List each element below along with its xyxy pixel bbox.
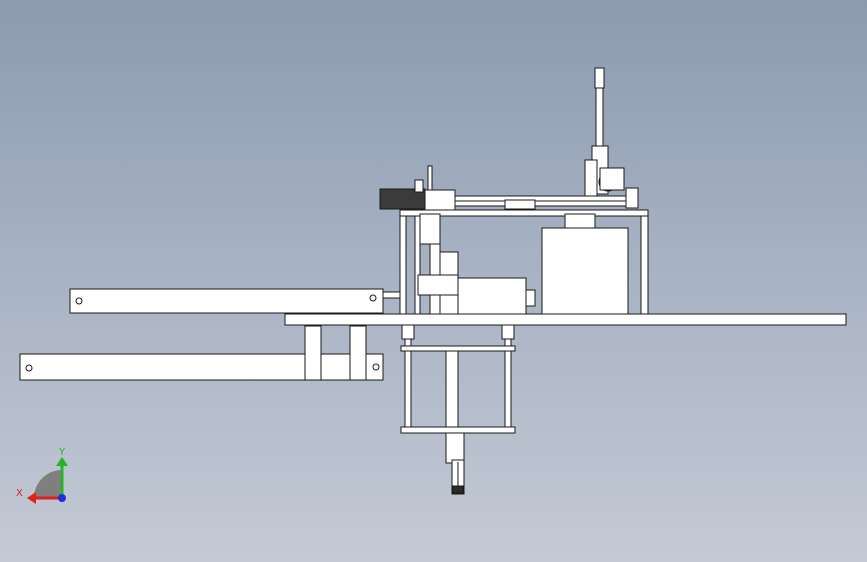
base-plate <box>284 313 847 326</box>
connector-stub <box>382 291 401 299</box>
lower-left-bar <box>19 353 384 381</box>
sensor-bracket <box>414 179 424 193</box>
vertical-slide-block <box>584 159 598 197</box>
upper-left-bar <box>69 288 384 314</box>
lift-plate-upper <box>400 345 516 352</box>
y-axis-arrow <box>56 457 68 466</box>
support-post-left <box>304 325 322 381</box>
frame-right-upright <box>640 209 649 315</box>
lift-plate-lower <box>400 426 516 434</box>
linear-module-block <box>504 199 536 210</box>
sensor-post <box>427 165 433 191</box>
orientation-triad[interactable]: Y X <box>16 447 68 504</box>
support-post-right <box>349 325 367 381</box>
module-end-cap <box>625 187 639 209</box>
gripper-body <box>445 432 465 464</box>
x-axis-arrow <box>27 492 36 504</box>
vertical-cylinder-rod <box>595 87 604 149</box>
triad-shade <box>34 470 62 498</box>
inner-upright <box>414 215 421 315</box>
y-axis-label: Y <box>58 447 66 458</box>
linear-module-carriage <box>424 189 456 211</box>
upper-left-bar-hole-right <box>369 294 377 302</box>
cylinder-mount <box>599 167 625 191</box>
frame-top-beam <box>399 209 649 217</box>
upper-left-bar-hole-left <box>75 297 83 305</box>
vertical-cylinder-head <box>594 67 605 89</box>
lower-left-bar-hole-right <box>372 363 380 371</box>
lower-left-bar-hole-left <box>25 364 33 372</box>
lift-rod-center <box>445 350 459 428</box>
side-block <box>525 289 536 307</box>
x-axis-label: X <box>16 488 23 499</box>
guide-rod-left <box>404 324 412 428</box>
frame-left-upright <box>399 209 407 315</box>
control-box-right-lid <box>564 213 596 229</box>
guide-bushing-right <box>501 324 515 340</box>
control-box-right <box>541 227 629 315</box>
z-axis-dot <box>58 494 66 502</box>
motor-column <box>419 213 441 245</box>
control-box-left <box>457 277 527 315</box>
gripper-finger-tip <box>452 485 464 494</box>
machine-assembly[interactable] <box>19 67 847 495</box>
bracket-plate <box>417 274 459 296</box>
guide-bushing-left <box>401 324 415 340</box>
guide-rod-right <box>504 324 512 428</box>
